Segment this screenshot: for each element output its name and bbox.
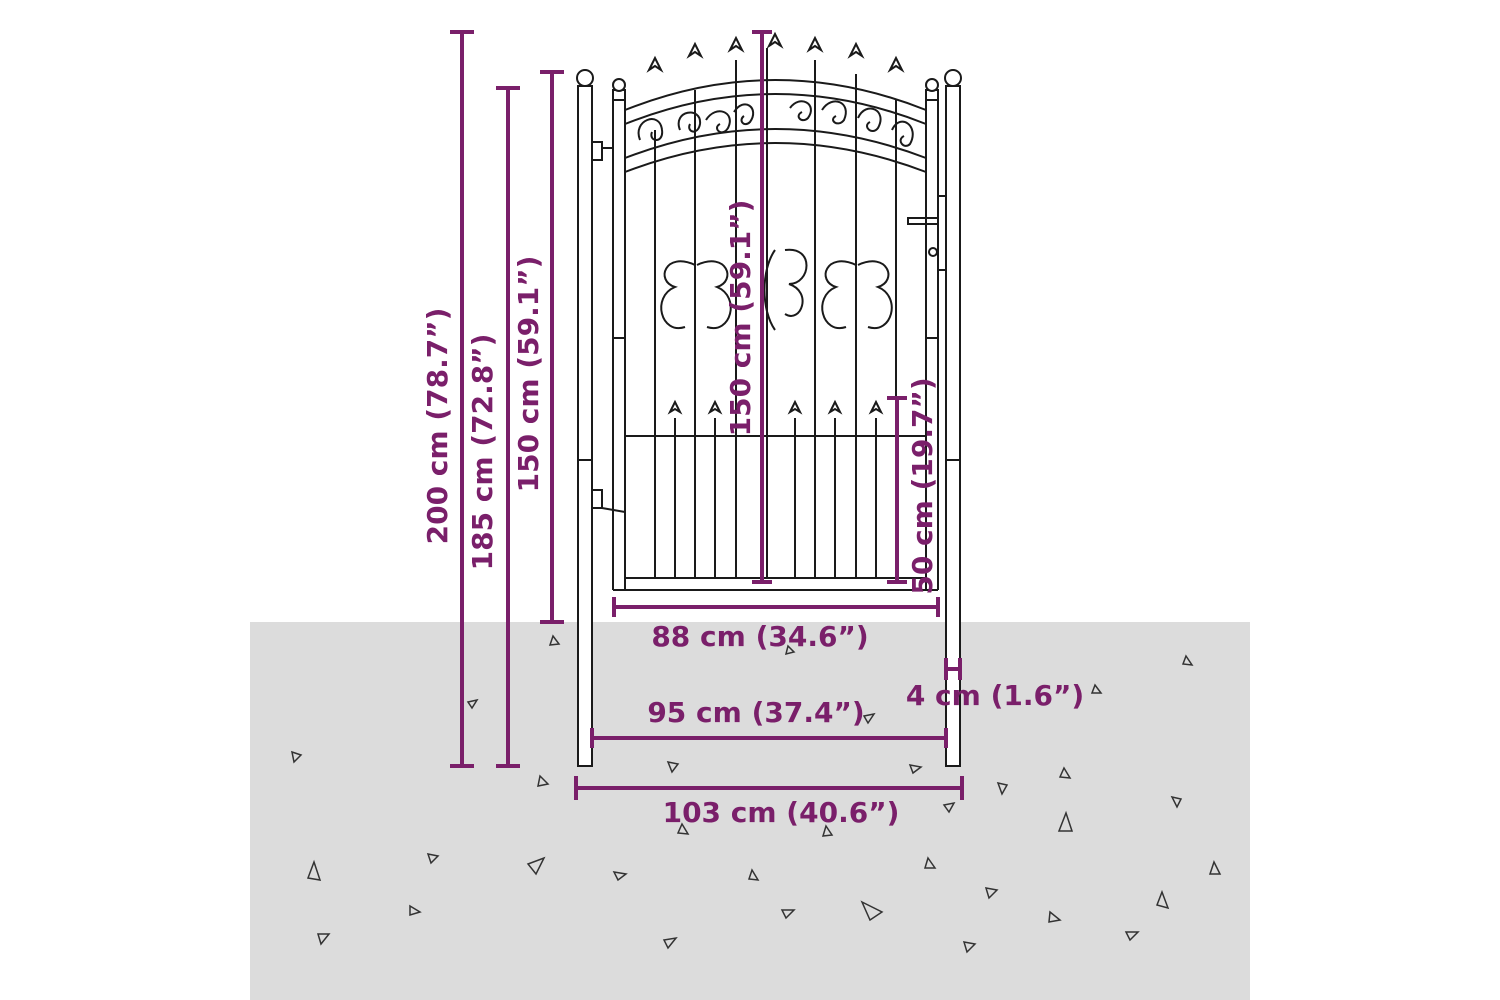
label-gate-side-height: 150 cm (59.1”) bbox=[512, 256, 545, 493]
right-post bbox=[944, 69, 962, 767]
ground-pebbles bbox=[291, 634, 1222, 954]
door-handle bbox=[907, 195, 947, 271]
middle-scrolls bbox=[660, 248, 893, 331]
hinges bbox=[591, 141, 626, 513]
label-post-height: 185 cm (72.8”) bbox=[466, 334, 499, 571]
label-total-height: 200 cm (78.7”) bbox=[421, 308, 454, 545]
label-post-gap: 4 cm (1.6”) bbox=[906, 679, 1084, 712]
label-total-width: 103 cm (40.6”) bbox=[663, 796, 900, 829]
label-gate-center-height: 150 cm (59.1”) bbox=[724, 200, 757, 437]
label-gate-width: 88 cm (34.6”) bbox=[651, 620, 868, 653]
lower-panel-bars bbox=[667, 399, 884, 578]
label-inner-width: 95 cm (37.4”) bbox=[647, 696, 864, 729]
label-lower-panel-height: 50 cm (19.7”) bbox=[906, 377, 939, 594]
gate-frame bbox=[612, 78, 939, 591]
arch-scrolls bbox=[637, 100, 914, 147]
dimension-lines bbox=[450, 30, 964, 800]
left-post bbox=[576, 69, 594, 767]
ground-area bbox=[250, 622, 1250, 1000]
gate-bars bbox=[646, 31, 905, 578]
